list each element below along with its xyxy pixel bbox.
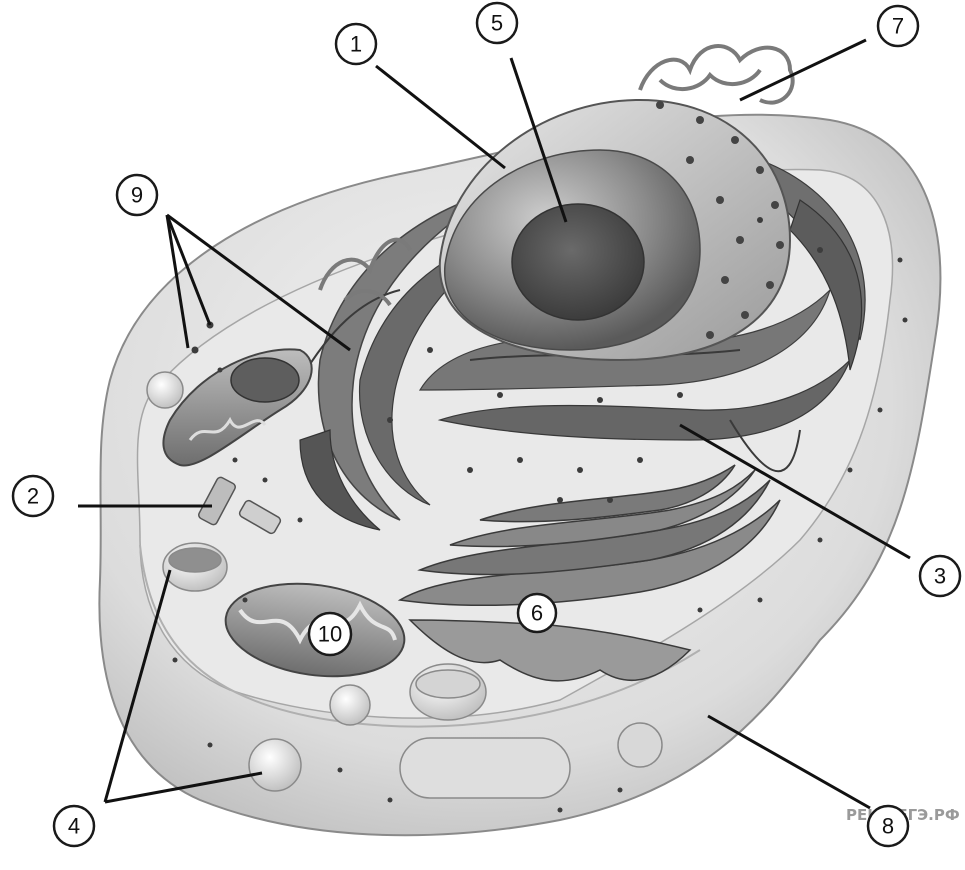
callout-4: 4 bbox=[54, 806, 94, 846]
callout-2: 2 bbox=[13, 476, 53, 516]
callout-1-label: 1 bbox=[350, 32, 362, 57]
callout-9-label: 9 bbox=[131, 183, 143, 208]
callout-1: 1 bbox=[336, 24, 376, 64]
callout-6: 6 bbox=[518, 594, 556, 632]
nucleolus bbox=[512, 204, 644, 320]
callout-9: 9 bbox=[117, 175, 157, 215]
callout-7: 7 bbox=[878, 6, 918, 46]
callout-7-label: 7 bbox=[892, 14, 904, 39]
callout-4-label: 4 bbox=[68, 814, 80, 839]
callout-5: 5 bbox=[477, 3, 517, 43]
callout-8-label: 8 bbox=[882, 814, 894, 839]
callout-3-label: 3 bbox=[934, 564, 946, 589]
callout-10-label: 10 bbox=[318, 622, 342, 647]
callout-5-label: 5 bbox=[491, 11, 503, 36]
callout-6-label: 6 bbox=[531, 601, 543, 626]
callout-10: 10 bbox=[309, 613, 351, 655]
callout-3: 3 bbox=[920, 556, 960, 596]
callout-8: 8 bbox=[868, 806, 908, 846]
callout-2-label: 2 bbox=[27, 484, 39, 509]
